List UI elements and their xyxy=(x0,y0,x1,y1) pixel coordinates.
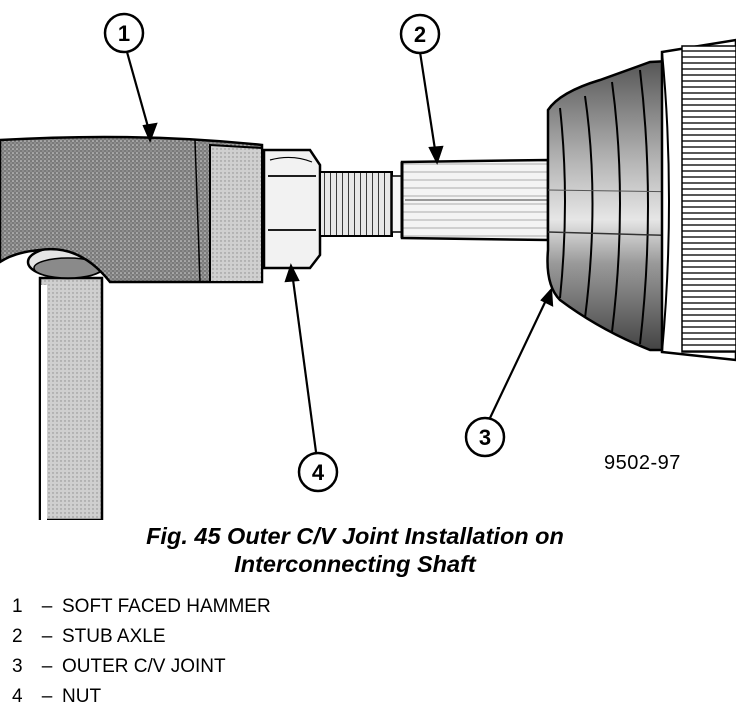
legend-label: OUTER C/V JOINT xyxy=(62,656,226,677)
figure-caption: Fig. 45 Outer C/V Joint Installation on … xyxy=(0,522,710,578)
legend-dash: – xyxy=(41,626,53,647)
legend-item: 1–SOFT FACED HAMMER xyxy=(12,592,271,622)
legend-item: 2–STUB AXLE xyxy=(12,622,271,652)
nut xyxy=(262,148,322,270)
hammer-head xyxy=(0,135,264,284)
legend-label: STUB AXLE xyxy=(62,626,166,647)
callout-4-number: 4 xyxy=(312,460,325,485)
stub-axle xyxy=(400,158,550,242)
figure-code: 9502-97 xyxy=(604,452,681,474)
caption-line-2: Interconnecting Shaft xyxy=(234,551,476,577)
legend-dash: – xyxy=(41,596,53,617)
callout-3: 3 xyxy=(464,416,506,458)
callout-2: 2 xyxy=(399,13,441,55)
legend-number: 2 xyxy=(12,626,23,647)
legend-number: 4 xyxy=(12,686,23,707)
legend-dash: – xyxy=(41,656,53,677)
caption-line-1: Fig. 45 Outer C/V Joint Installation on xyxy=(146,523,564,549)
legend-number: 3 xyxy=(12,656,23,677)
callout-legend: 1–SOFT FACED HAMMER 2–STUB AXLE 3–OUTER … xyxy=(12,592,271,712)
cv-joint-housing xyxy=(660,38,736,362)
threaded-shaft xyxy=(319,171,403,237)
callout-2-number: 2 xyxy=(414,22,426,47)
leader-lines xyxy=(125,51,554,453)
legend-dash: – xyxy=(41,686,53,707)
legend-label: NUT xyxy=(62,686,102,707)
hammer-handle xyxy=(26,244,110,520)
callout-3-number: 3 xyxy=(479,425,491,450)
callout-1-number: 1 xyxy=(118,21,130,46)
legend-item: 4–NUT xyxy=(12,682,271,712)
legend-number: 1 xyxy=(12,596,23,617)
cv-joint-illustration: 1 2 3 4 xyxy=(0,12,736,520)
callout-4: 4 xyxy=(297,451,339,493)
legend-label: SOFT FACED HAMMER xyxy=(62,596,271,617)
callout-1: 1 xyxy=(103,12,145,54)
legend-item: 3–OUTER C/V JOINT xyxy=(12,652,271,682)
